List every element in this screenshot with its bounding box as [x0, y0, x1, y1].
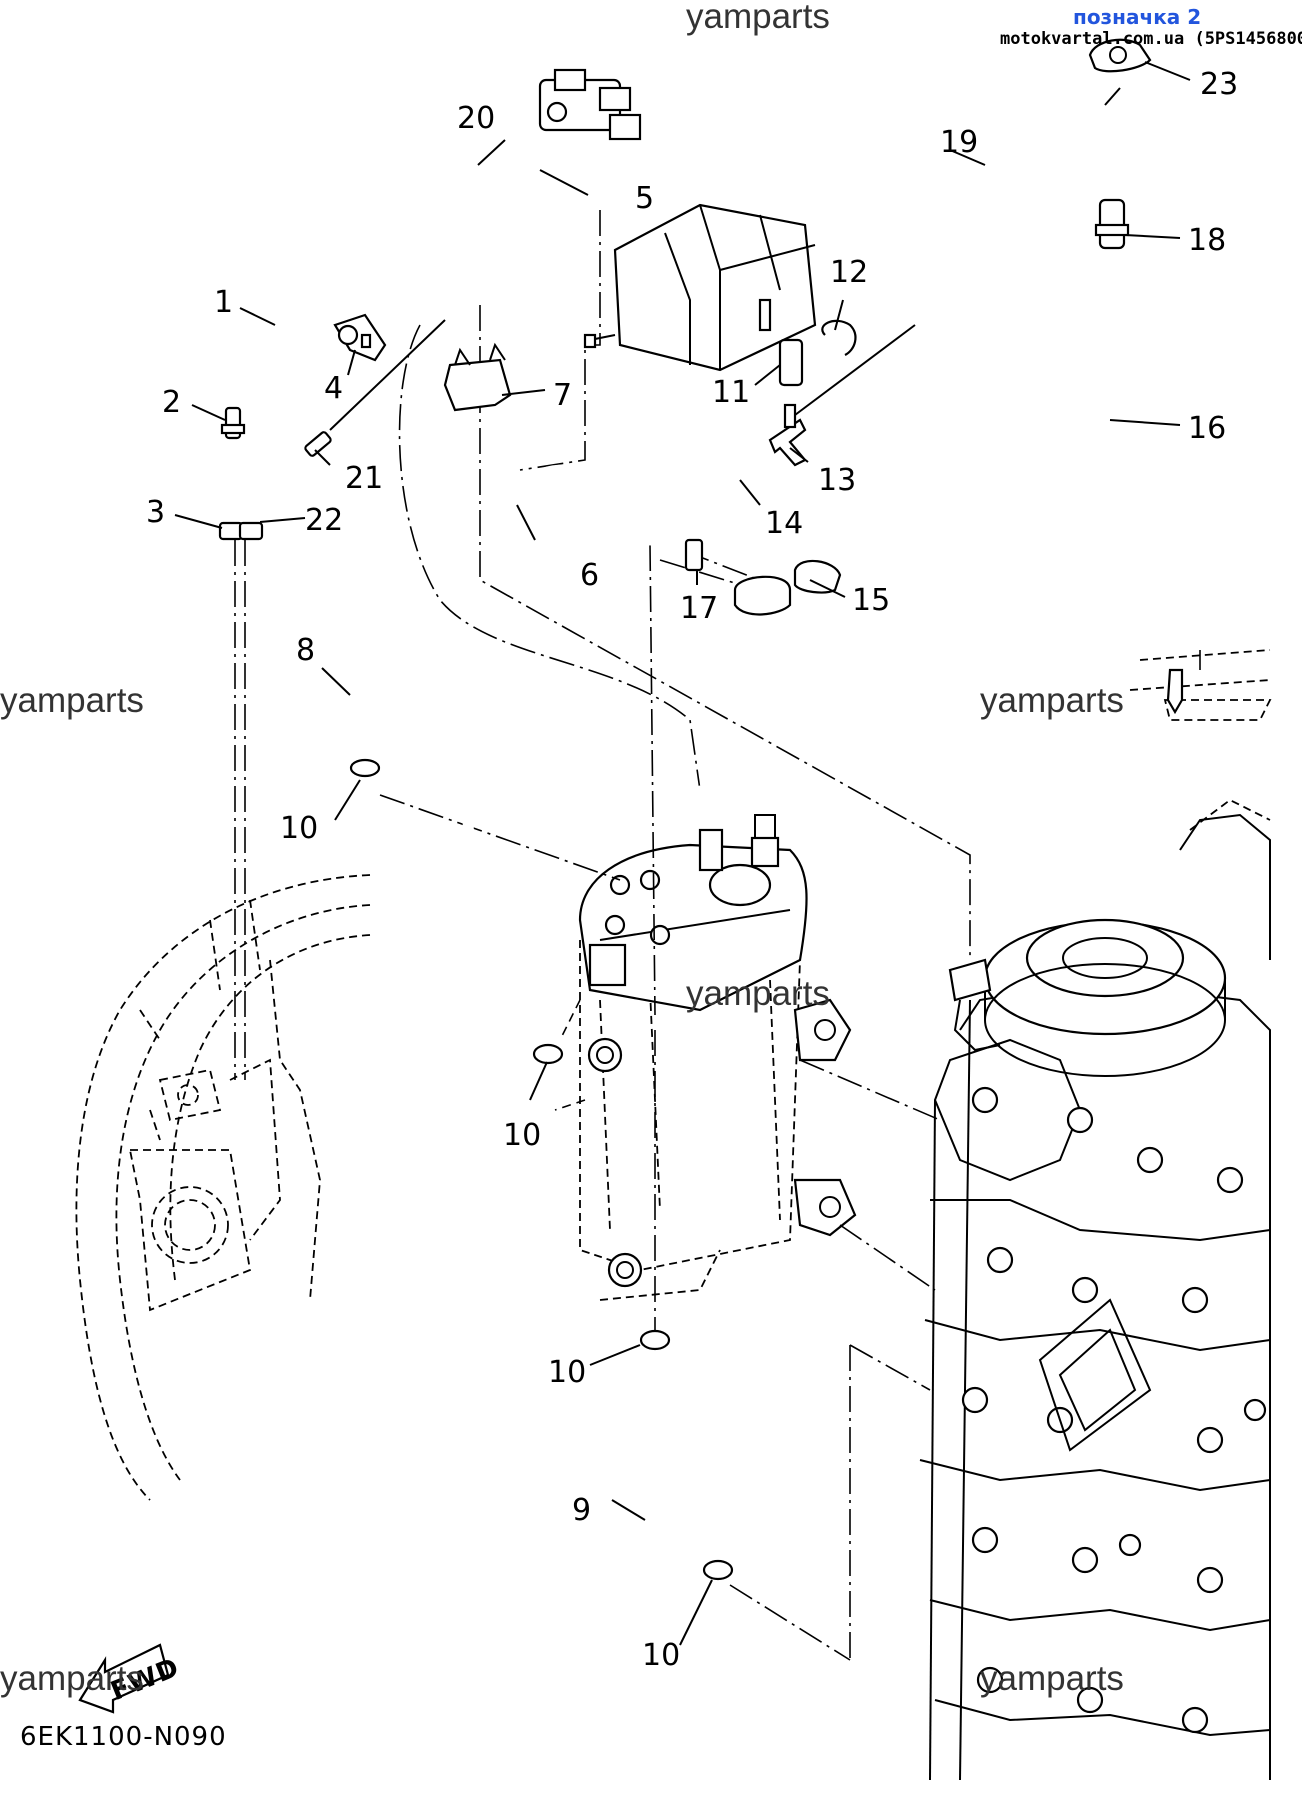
part-23-clip	[1088, 38, 1152, 73]
part-9-hose	[639, 1354, 711, 1566]
solenoid-valve	[538, 68, 642, 141]
watermark-left-middle: yamparts	[0, 681, 144, 720]
callout-9: 9	[572, 1493, 591, 1528]
callout-20: 20	[457, 101, 495, 136]
callout-4: 4	[324, 371, 343, 406]
part-17-joint	[684, 538, 704, 572]
callout-12: 12	[830, 255, 868, 290]
callout-16: 16	[1188, 411, 1226, 446]
callout-10-c: 10	[548, 1355, 586, 1390]
callout-1: 1	[214, 285, 233, 320]
callout-labels: 1 2 3 4 5 6 7 8 9 10 10 10 10 11 12 13 1…	[146, 67, 1238, 1673]
callout-23: 23	[1200, 67, 1238, 102]
part-2-joint	[220, 406, 246, 440]
lower-cowling-outline	[75, 874, 371, 1501]
callout-18: 18	[1188, 223, 1226, 258]
callout-10-d: 10	[642, 1638, 680, 1673]
engine-hose-bracket	[948, 958, 1001, 1052]
part-19-leader-line	[794, 324, 916, 416]
callout-5: 5	[635, 181, 654, 216]
engine-bolts	[961, 1086, 1267, 1734]
callout-10-b: 10	[503, 1118, 541, 1153]
part-20-hose	[434, 139, 581, 326]
part-10-clamps	[349, 758, 734, 1581]
part-18-joint	[1094, 198, 1130, 250]
watermark-left-bottom: yamparts	[0, 1659, 144, 1698]
callout-leader-lines	[174, 61, 1191, 1646]
engine-block-outline	[919, 798, 1271, 1781]
watermark-center: yamparts	[686, 974, 830, 1013]
part-3-hose	[210, 450, 244, 541]
charcoal-canister	[583, 203, 817, 372]
upper-right-bracket	[1129, 649, 1272, 721]
part-22-hose	[238, 463, 280, 541]
callout-15: 15	[852, 583, 890, 618]
callout-14: 14	[765, 506, 803, 541]
callout-8: 8	[296, 633, 315, 668]
header-info: позначка 2 motokvartal.com.ua (5PS145680…	[1000, 5, 1302, 49]
callout-19: 19	[940, 125, 978, 160]
part-1-hose	[245, 284, 415, 385]
vapor-separator-tank	[578, 814, 857, 1301]
assembly-guide-lines	[234, 210, 1201, 1661]
callout-11: 11	[712, 375, 750, 410]
header-tag: позначка 2	[1073, 5, 1201, 29]
watermark-top: yamparts	[686, 0, 830, 36]
part-5-hose	[478, 155, 600, 275]
callout-21: 21	[345, 461, 383, 496]
part-6-hose	[501, 464, 656, 561]
diagram-code: 6EK1100-N090	[20, 1722, 227, 1752]
callout-7: 7	[553, 378, 572, 413]
callout-2: 2	[162, 385, 181, 420]
part-8-hose	[346, 658, 531, 1046]
part-15-holder	[733, 559, 842, 616]
callout-17: 17	[680, 591, 718, 626]
callout-22: 22	[305, 503, 343, 538]
callout-6: 6	[580, 558, 599, 593]
part-14-hose	[665, 455, 765, 515]
callout-3: 3	[146, 495, 165, 530]
part-16-hose	[1098, 274, 1196, 646]
part-21-joint	[304, 319, 446, 457]
part-11-joint	[778, 338, 804, 387]
callout-10-a: 10	[280, 811, 318, 846]
watermark-right-bottom: yamparts	[980, 1659, 1124, 1698]
part-12-clip	[821, 319, 857, 356]
watermarks: yamparts yamparts yamparts yamparts yamp…	[0, 0, 1124, 1698]
watermark-right-middle: yamparts	[980, 681, 1124, 720]
header-source: motokvartal.com.ua (5PS145680000)	[1000, 29, 1302, 49]
part-7-holder	[443, 342, 512, 412]
part-4-clamp	[333, 313, 387, 362]
callout-13: 13	[818, 463, 856, 498]
part-19-hose	[902, 122, 1121, 326]
